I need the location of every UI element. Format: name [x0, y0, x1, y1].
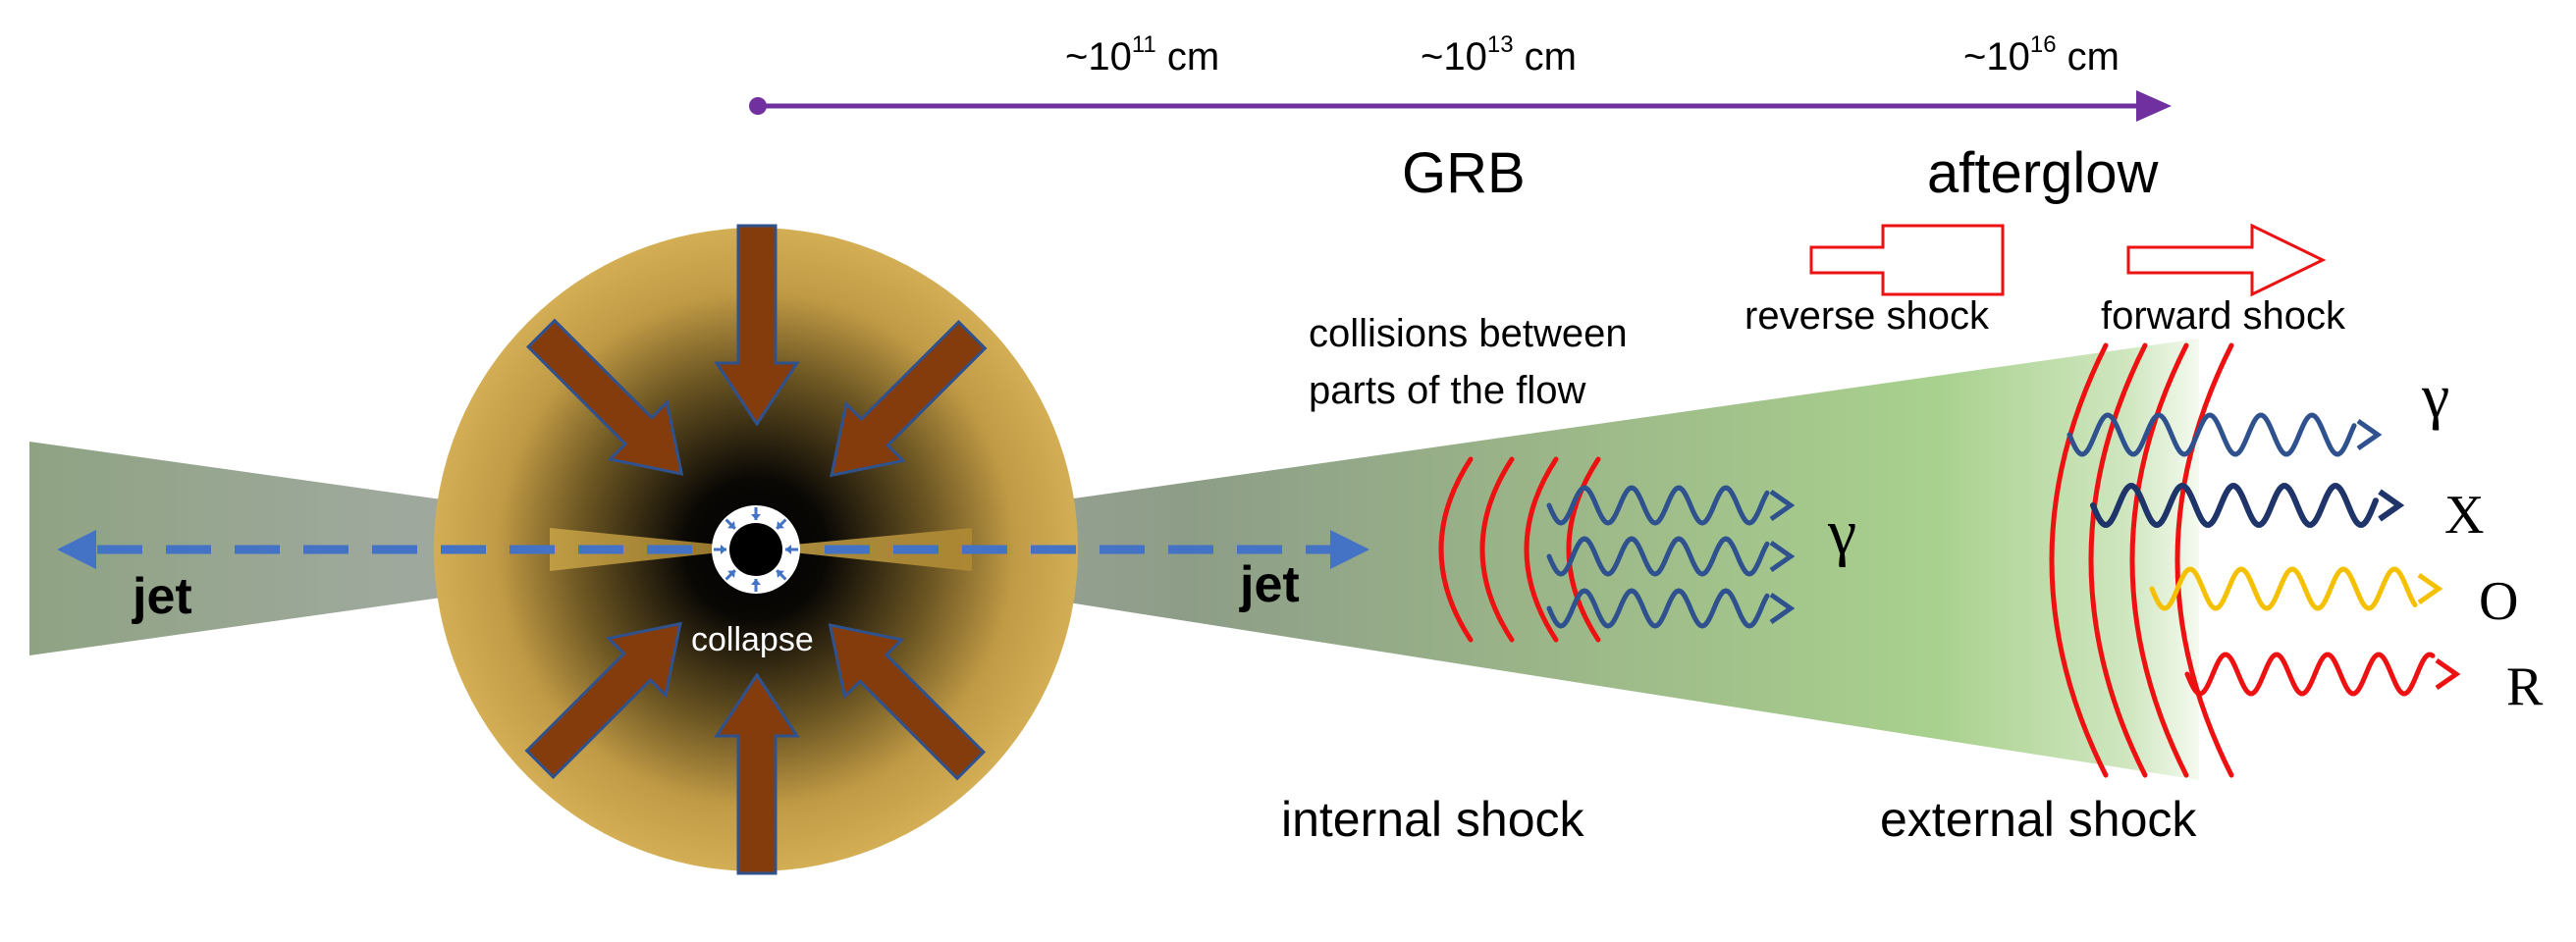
- forward-shock-label: forward shock: [2101, 294, 2345, 338]
- internal-shock-arc: [1479, 456, 1515, 643]
- afterglow-phase-label: afterglow: [1927, 141, 2159, 205]
- reverse-shock-arrow: [1809, 224, 2005, 296]
- core-arrow: [714, 545, 726, 554]
- collisions-label-line-2: parts of the flow: [1309, 369, 1586, 412]
- scale-marker-1e11: ~1011 cm: [1065, 31, 1220, 78]
- core-collapse-arrows: [714, 507, 798, 592]
- x-ray-wave: [2090, 483, 2405, 528]
- grb-phase-label: GRB: [1402, 141, 1526, 205]
- scale-marker-1e13: ~1013 cm: [1421, 31, 1577, 78]
- core-arrow: [776, 518, 787, 530]
- external-shock-arc: [2174, 342, 2234, 778]
- core-arrow: [724, 518, 736, 530]
- infall-arrows: [524, 224, 988, 875]
- jet-axis-left: [57, 530, 692, 569]
- infall-arrow-bottom: [714, 672, 800, 875]
- infall-arrow-top-left: [525, 318, 684, 476]
- optical-wave: [2149, 566, 2443, 611]
- internal-shock-label: internal shock: [1281, 792, 1584, 847]
- external-shock-fronts: [2049, 342, 2234, 778]
- infall-arrow-top: [714, 224, 800, 427]
- afterglow-gamma-wave: [2066, 412, 2383, 457]
- internal-gamma-wave: [1546, 485, 1796, 526]
- collisions-label-line-1: collisions between: [1309, 312, 1628, 355]
- external-shock-arc: [2049, 342, 2109, 778]
- internal-shock-arc: [1438, 456, 1474, 643]
- external-shock-label: external shock: [1880, 792, 2197, 847]
- infall-arrow-bottom-left: [524, 621, 682, 780]
- jet-label-left: jet: [133, 568, 192, 625]
- jet-axis-right: [825, 530, 1369, 569]
- external-shock-arc: [2088, 342, 2148, 778]
- core-arrow: [751, 507, 761, 520]
- infall-arrow-top-right: [830, 319, 988, 478]
- distance-scale-bar: [749, 90, 2172, 122]
- x-ray-label: X: [2444, 485, 2485, 546]
- reverse-shock-label: reverse shock: [1744, 294, 1989, 338]
- collapsed-core: [729, 523, 782, 576]
- jet-label-right: jet: [1240, 556, 1300, 613]
- external-shock-arc: [2129, 342, 2189, 778]
- internal-gamma-wave: [1546, 536, 1796, 577]
- right-jet-cone: [756, 339, 2199, 780]
- infall-arrow-bottom-right: [828, 623, 987, 781]
- core-arrow: [751, 579, 761, 592]
- internal-gamma-wave: [1546, 588, 1796, 629]
- radio-label: R: [2506, 656, 2544, 717]
- afterglow-waves: [2066, 412, 2461, 697]
- internal-shock-arc: [1524, 456, 1559, 643]
- internal-gamma-waves: [1546, 485, 1796, 629]
- core-arrow: [776, 569, 787, 581]
- core-arrow: [724, 569, 736, 581]
- collapse-label: collapse: [691, 621, 814, 658]
- radio-wave: [2184, 652, 2461, 697]
- internal-gamma-label: γ: [1828, 497, 1857, 568]
- jet-throat-right: [783, 528, 972, 571]
- forward-shock-arrow: [2126, 223, 2327, 297]
- jet-throat-left: [550, 528, 728, 571]
- optical-label: O: [2479, 571, 2519, 632]
- afterglow-gamma-label: γ: [2422, 361, 2450, 431]
- core-arrow: [785, 545, 798, 554]
- internal-shock-arc: [1566, 456, 1601, 643]
- internal-shock-fronts: [1438, 456, 1601, 643]
- scale-marker-1e16: ~1016 cm: [1963, 31, 2120, 78]
